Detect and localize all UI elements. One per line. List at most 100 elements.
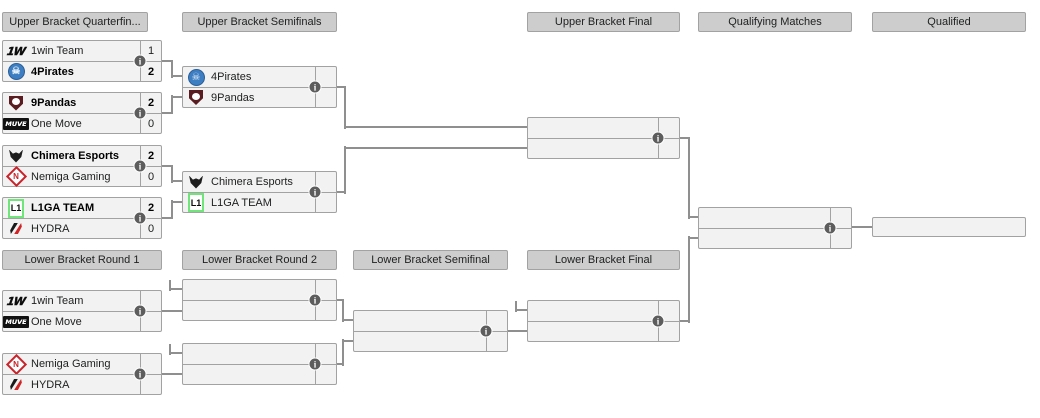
team-logo-chimera-icon [183,172,209,192]
team-logo-1win-icon [3,41,29,61]
team-row-empty[interactable] [699,228,851,249]
connector-line [689,216,699,218]
connector-line [143,310,183,312]
connector-line [170,352,183,354]
match-lb-sf [353,310,508,352]
team-row[interactable]: HYDRA 0 [3,218,161,239]
match-info-icon[interactable] [479,324,493,338]
team-row-empty[interactable] [699,207,851,229]
round-header-qualifying-matches: Qualifying Matches [698,12,852,32]
connector-line [170,288,183,290]
team-score [315,343,336,365]
match-info-icon[interactable] [823,221,837,235]
team-score: 1 [140,40,161,62]
team-score [140,311,161,332]
team-score: 2 [140,197,161,219]
team-score [658,138,679,159]
team-name: Chimera Esports [31,150,120,162]
match-ub-qf-4: L1GA TEAM 2 HYDRA 0 [2,197,162,239]
team-row[interactable]: 1win Team [3,290,161,312]
team-name: One Move [31,117,82,130]
team-row[interactable]: 9Pandas 2 [3,92,161,114]
round-header-ub-final: Upper Bracket Final [527,12,680,32]
match-info-icon[interactable] [308,293,322,307]
team-row[interactable]: 4Pirates [183,66,336,88]
team-row[interactable]: 9Pandas [183,87,336,108]
match-info-icon[interactable] [651,131,665,145]
team-logo-4pirates-icon [3,62,29,81]
connector-line [172,180,183,182]
team-row[interactable]: Chimera Esports 2 [3,145,161,167]
team-row[interactable]: L1GA TEAM [183,192,336,213]
connector-line [342,299,344,322]
team-row[interactable]: 1win Team 1 [3,40,161,62]
team-name: 4Pirates [31,65,74,78]
team-row-empty[interactable] [528,117,679,139]
match-info-icon[interactable] [133,106,147,120]
team-row-empty[interactable] [183,300,336,321]
team-score [315,364,336,385]
team-score [315,279,336,301]
team-row-empty[interactable] [354,310,507,332]
match-info-icon[interactable] [133,211,147,225]
team-row[interactable]: One Move [3,311,161,332]
match-info-icon[interactable] [308,80,322,94]
connector-line [171,165,173,183]
match-info-icon[interactable] [133,159,147,173]
team-score: 0 [140,113,161,134]
team-row-empty[interactable] [528,300,679,322]
connector-line [171,60,173,78]
match-lb-r2-1 [182,279,337,321]
team-row-empty[interactable] [354,331,507,352]
team-score: 0 [140,218,161,239]
connector-line [832,226,873,228]
team-score: 2 [140,92,161,114]
team-logo-l1ga-icon [183,193,209,212]
match-info-icon[interactable] [308,185,322,199]
connector-line [171,200,173,219]
team-row[interactable]: 4Pirates 2 [3,61,161,82]
team-logo-onemove-icon [3,114,29,133]
round-header-lb-final: Lower Bracket Final [527,250,680,270]
team-row-empty[interactable] [183,343,336,365]
match-info-icon[interactable] [133,54,147,68]
match-qualifying [698,207,852,249]
match-ub-final [527,117,680,159]
qualified-row-empty [873,218,1025,238]
match-info-icon[interactable] [308,357,322,371]
match-info-icon[interactable] [133,304,147,318]
team-row-empty[interactable] [183,279,336,301]
team-name: 1win Team [31,45,84,57]
team-name: Chimera Esports [211,176,293,188]
team-logo-nemiga-icon [3,354,29,374]
team-name: HYDRA [31,222,70,235]
team-logo-hydra-icon [3,375,29,394]
team-row[interactable]: Chimera Esports [183,171,336,193]
match-ub-qf-2: 9Pandas 2 One Move 0 [2,92,162,134]
team-row-empty[interactable] [528,138,679,159]
match-info-icon[interactable] [651,314,665,328]
team-logo-chimera-icon [3,146,29,166]
team-row-empty[interactable] [183,364,336,385]
match-lb-r1-2: Nemiga Gaming HYDRA [2,353,162,395]
team-row[interactable]: Nemiga Gaming 0 [3,166,161,187]
connector-line [688,137,690,219]
team-name: HYDRA [31,378,70,391]
team-row[interactable]: L1GA TEAM 2 [3,197,161,219]
team-name: 1win Team [31,295,84,307]
team-logo-4pirates-icon [183,67,209,87]
team-score [658,321,679,342]
team-row[interactable]: One Move 0 [3,113,161,134]
team-row-empty[interactable] [528,321,679,342]
connector-line [172,75,183,77]
team-name: L1GA TEAM [211,196,272,209]
team-row[interactable]: HYDRA [3,374,161,395]
match-info-icon[interactable] [133,367,147,381]
connector-line [143,373,183,375]
connector-line [515,301,517,312]
team-score: 0 [140,166,161,187]
team-row[interactable]: Nemiga Gaming [3,353,161,375]
team-score [315,300,336,321]
connector-line [345,126,528,128]
team-score [315,66,336,88]
